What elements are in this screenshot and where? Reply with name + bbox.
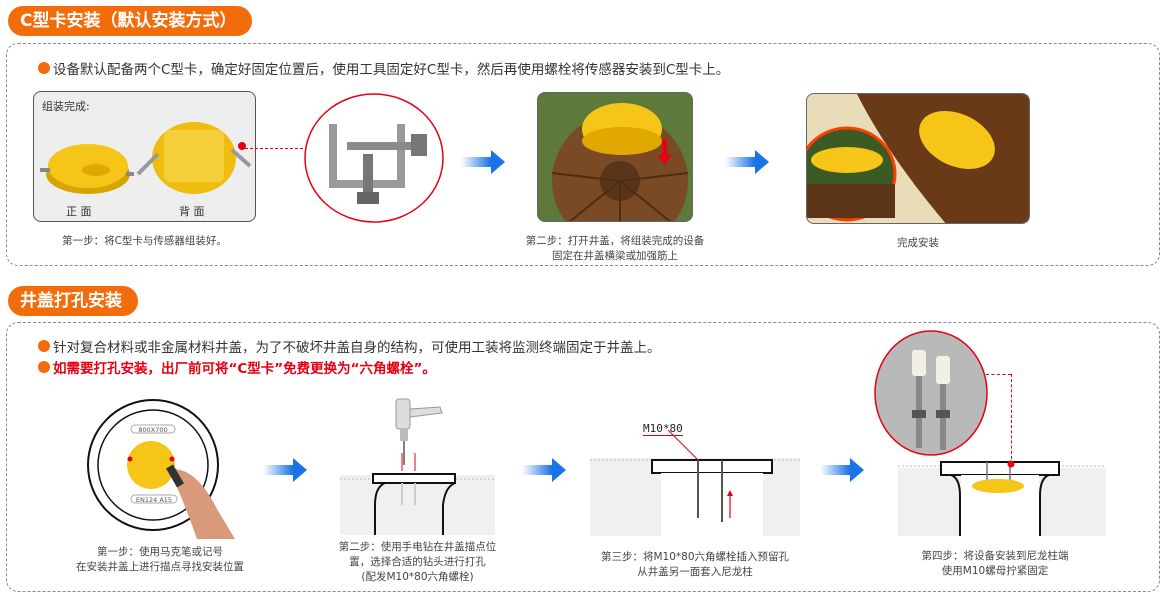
drill-step1-line2: 在安装井盖上进行描点寻找安装位置 (76, 561, 244, 573)
bolt-spec-label: M10*80 (643, 422, 683, 436)
arrow-right-icon (522, 458, 566, 482)
drill-step3-caption: 第三步：将M10*80六角螺栓插入预留孔 从井盖另一面套入尼龙柱 (570, 550, 820, 580)
assembled-sensor-box: 组装完成: 正 面 背 面 (33, 91, 256, 222)
bullet-text: 设备默认配备两个C型卡，确定好固定位置后，使用工具固定好C型卡，然后再使用螺栓将… (53, 62, 730, 78)
drill-step2-line2: 置，选择合适的钻头进行打孔 (349, 556, 486, 568)
drill-step4-line2: 使用M10螺母拧紧固定 (941, 565, 1049, 577)
bullet-dot-icon (38, 340, 50, 352)
section-title-text: 井盖打孔安装 (20, 291, 122, 311)
step2-caption-line2: 固定在井盖横梁或加强筋上 (552, 250, 678, 262)
drill-step1-caption: 第一步：使用马克笔或记号 在安装井盖上进行描点寻找安装位置 (40, 545, 280, 575)
step2-caption: 第二步：打开井盖，将组装完成的设备 固定在井盖横梁或加强筋上 (485, 234, 745, 264)
drill-step2-caption: 第二步：使用手电钻在井盖描点位 置，选择合适的钻头进行打孔 (配发M10*80六… (310, 540, 525, 585)
bullet-text: 如需要打孔安装，出厂前可将“C型卡”免费更换为“六角螺栓”。 (53, 361, 436, 377)
bullet-dot-icon (38, 361, 50, 373)
drill-step1-line1: 第一步：使用马克笔或记号 (97, 546, 223, 558)
arrow-right-icon (820, 458, 864, 482)
sensor-back-image (136, 122, 252, 194)
bolt-insert-illustration (590, 430, 800, 536)
section-title-drill: 井盖打孔安装 (8, 286, 138, 316)
arrow-right-icon (461, 150, 505, 174)
c-clamp-bullet: 设备默认配备两个C型卡，确定好固定位置后，使用工具固定好C型卡，然后再使用螺栓将… (38, 58, 729, 78)
cover-standard-mark: EN124 A15 (136, 496, 172, 504)
closeup-connector-line-vertical (1011, 374, 1012, 464)
c-clamp-closeup-image (304, 93, 444, 223)
drill-step4-line1: 第四步：将设备安装到尼龙柱端 (921, 550, 1069, 562)
drill-step4-caption: 第四步：将设备安装到尼龙柱端 使用M10螺母拧紧固定 (880, 549, 1110, 579)
open-well-photo (537, 92, 693, 222)
front-label: 正 面 (66, 205, 92, 218)
drill-step3-line2: 从井盖另一面套入尼龙柱 (637, 566, 753, 578)
drill-step3-line1: 第三步：将M10*80六角螺栓插入预留孔 (600, 551, 790, 563)
section-title-c-clamp: C型卡安装（默认安装方式） (8, 6, 253, 36)
drill-bullet-1: 针对复合材料或非金属材料井盖，为了不破坏井盖自身的结构，可使用工装将监测终端固定… (38, 336, 661, 356)
step2-caption-line1: 第二步：打开井盖，将组装完成的设备 (525, 235, 705, 247)
arrow-right-icon (725, 150, 769, 174)
assembled-label: 组装完成: (42, 100, 90, 113)
bullet-dot-icon (38, 62, 50, 74)
cover-size-mark: 800X700 (138, 426, 167, 434)
arrow-right-icon (263, 458, 307, 482)
installed-sensor-photo (806, 93, 1030, 224)
step1-caption: 第一步：将C型卡与传感器组装好。 (62, 235, 227, 247)
nylon-post-closeup-image (874, 330, 988, 456)
drill-illustration (340, 398, 495, 535)
section-title-text: C型卡安装（默认安装方式） (20, 11, 237, 31)
drill-step2-line1: 第二步：使用手电钻在井盖描点位 (338, 541, 497, 553)
step3-caption: 完成安装 (897, 237, 939, 249)
sensor-mounted-illustration (898, 460, 1106, 536)
drill-bullet-2-warning: 如需要打孔安装，出厂前可将“C型卡”免费更换为“六角螺栓”。 (38, 357, 436, 377)
bullet-text: 针对复合材料或非金属材料井盖，为了不破坏井盖自身的结构，可使用工装将监测终端固定… (53, 340, 661, 356)
sensor-front-image (40, 144, 134, 194)
manhole-cover-illustration: 800X700 EN124 A15 (87, 399, 235, 539)
closeup-connector-line (986, 374, 1011, 375)
drill-step2-line3: (配发M10*80六角螺栓) (361, 571, 474, 583)
connector-line (245, 148, 303, 149)
back-label: 背 面 (179, 205, 205, 218)
